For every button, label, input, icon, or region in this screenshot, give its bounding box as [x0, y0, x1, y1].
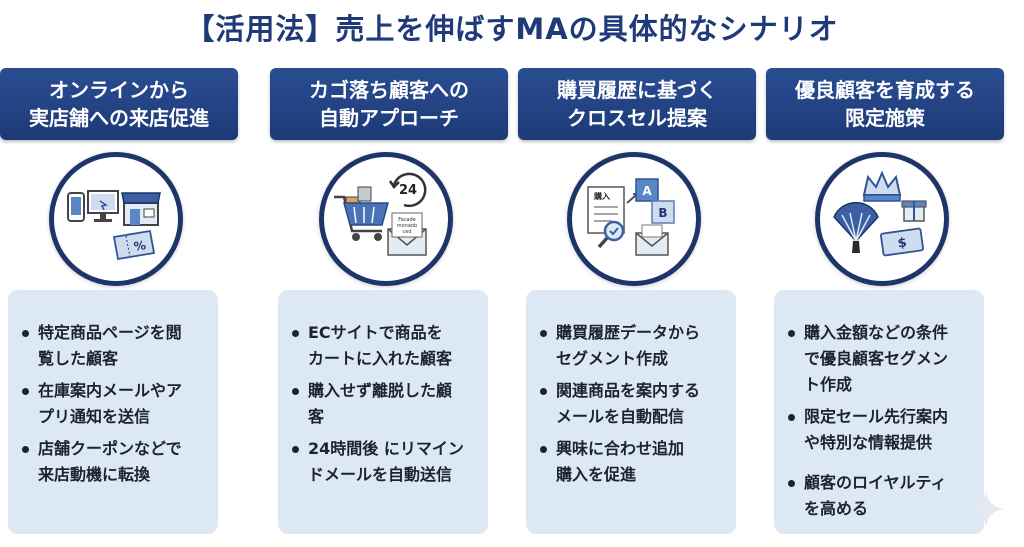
card-text: ced	[403, 229, 412, 235]
header-line: オンラインから	[49, 78, 189, 102]
document-segment-icon: 購入 A B	[567, 152, 701, 286]
column-header: カゴ落ち顧客への 自動アプローチ	[270, 68, 508, 140]
bullet-item: 在庫案内メールやアプリ通知を送信	[20, 378, 218, 430]
header-line: 実店舗への来店促進	[29, 106, 209, 130]
box-b-text: B	[658, 206, 667, 220]
scenario-column-cross-sell: 購買履歴に基づく クロスセル提案 購入 A B	[518, 68, 756, 540]
cart-clock-mail-icon: 24 Facade monaob ced	[319, 152, 453, 286]
bullet-item: 店舗クーポンなどで来店動機に転換	[20, 436, 218, 488]
bullet-item: 購買履歴データからセグメント作成	[538, 320, 736, 372]
bullet-item: 購入金額などの条件で優良顧客セグメント作成	[786, 320, 984, 398]
money-text: $	[897, 235, 908, 251]
header-line: クロスセル提案	[567, 106, 707, 130]
bullet-card: 特定商品ページを閲覧した顧客 在庫案内メールやアプリ通知を送信 店舗クーポンなど…	[8, 290, 218, 534]
devices-store-coupon-icon: %	[49, 152, 183, 286]
bullet-card: 購入金額などの条件で優良顧客セグメント作成 限定セール先行案内や特別な情報提供 …	[774, 290, 984, 534]
clock-text: 24	[399, 183, 417, 198]
crown-gift-icon: $	[815, 152, 949, 286]
doc-text: 購入	[593, 191, 610, 201]
bullet-item: 特定商品ページを閲覧した顧客	[20, 320, 218, 372]
coupon-text: %	[133, 238, 147, 254]
bullet-item: 購入せず離脱した顧客	[290, 378, 488, 430]
header-line: 購買履歴に基づく	[557, 78, 717, 102]
scenario-column-store-visit: オンラインから 実店舗への来店促進 % 特定商品ページを閲覧した顧客	[0, 68, 238, 540]
box-a-text: A	[642, 184, 652, 198]
bullet-item: 関連商品を案内するメールを自動配信	[538, 378, 736, 430]
scenario-column-loyal-customers: 優良顧客を育成する 限定施策 $ 購入金額などの条件で優良顧客セグメント作成 限…	[766, 68, 1004, 540]
bullet-item: 24時間後 にリマインドメールを自動送信	[290, 436, 488, 488]
bullet-card: 購買履歴データからセグメント作成 関連商品を案内するメールを自動配信 興味に合わ…	[526, 290, 736, 534]
card-text: Facade	[398, 217, 416, 223]
header-line: カゴ落ち顧客への	[309, 78, 469, 102]
column-header: オンラインから 実店舗への来店促進	[0, 68, 238, 140]
bullet-item: 限定セール先行案内や特別な情報提供	[786, 404, 984, 456]
sparkle-icon	[968, 491, 1004, 527]
bullet-item: ECサイトで商品をカートに入れた顧客	[290, 320, 488, 372]
header-line: 限定施策	[845, 106, 925, 130]
header-line: 優良顧客を育成する	[795, 78, 975, 102]
scenario-column-cart-abandon: カゴ落ち顧客への 自動アプローチ 24 Facade monaob ced	[270, 68, 508, 540]
column-header: 購買履歴に基づく クロスセル提案	[518, 68, 756, 140]
page-title: 【活用法】売上を伸ばすMAの具体的なシナリオ	[185, 12, 839, 46]
card-text: monaob	[397, 223, 417, 229]
header-line: 自動アプローチ	[319, 106, 459, 130]
bullet-item: 顧客のロイヤルティを高める	[786, 470, 984, 522]
column-header: 優良顧客を育成する 限定施策	[766, 68, 1004, 140]
bullet-card: ECサイトで商品をカートに入れた顧客 購入せず離脱した顧客 24時間後 にリマイ…	[278, 290, 488, 534]
bullet-item: 興味に合わせ追加購入を促進	[538, 436, 736, 488]
